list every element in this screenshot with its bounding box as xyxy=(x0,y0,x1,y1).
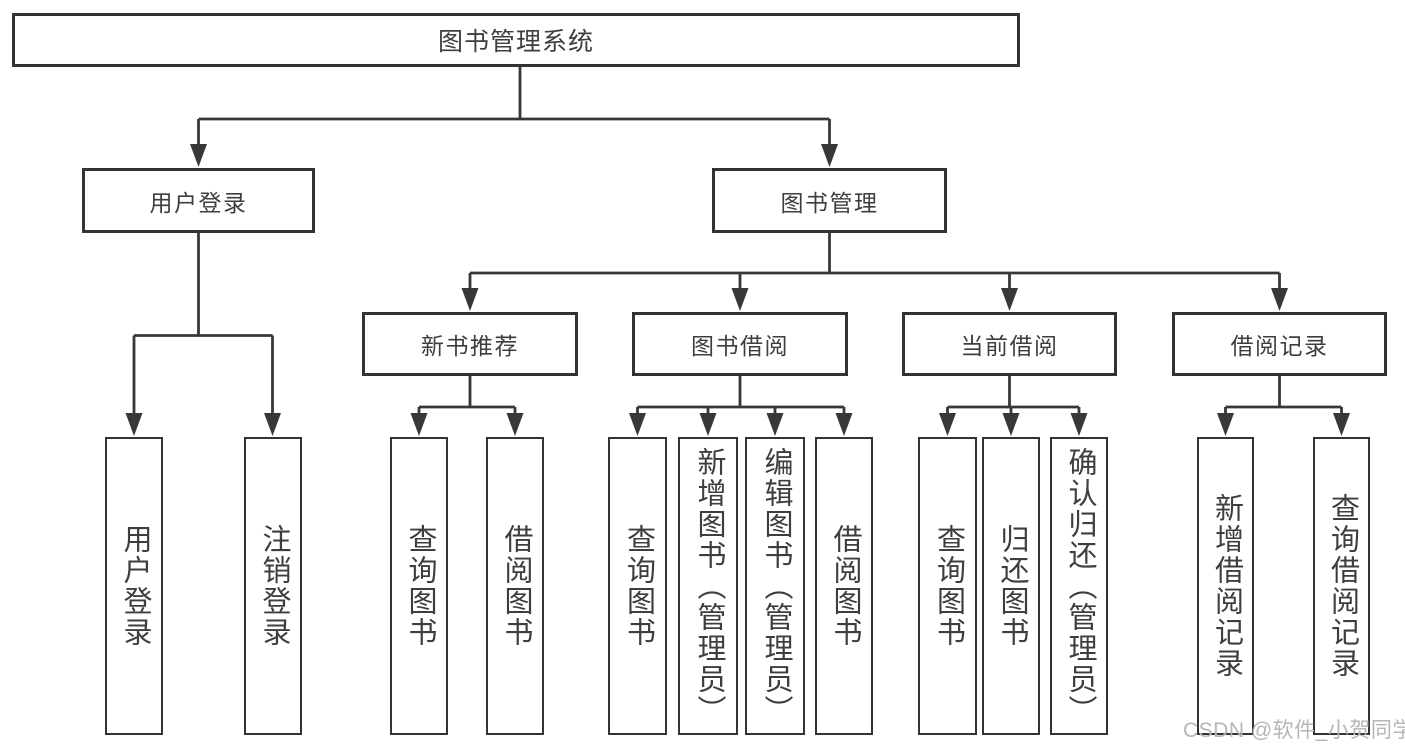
connector-newbook-to-leaves xyxy=(417,374,517,416)
arrowhead-icon xyxy=(629,413,646,436)
node-label: 图书借阅 xyxy=(691,333,789,359)
arrowhead-icon xyxy=(410,413,428,436)
leaf-edit-book-admin: 编辑图书（管理员） xyxy=(745,437,805,735)
leaf-label: 查询图书 xyxy=(932,524,965,648)
arrowhead-icon xyxy=(190,144,207,167)
leaf-label: 新增借阅记录 xyxy=(1210,493,1243,679)
leaf-add-book-admin: 新增图书（管理员） xyxy=(678,437,738,735)
node-label: 图书管理 xyxy=(780,189,879,216)
leaf-label: 借阅图书 xyxy=(828,524,861,648)
node-label: 图书管理系统 xyxy=(437,28,594,56)
node-book-borrow: 图书借阅 xyxy=(632,312,848,376)
arrowhead-icon xyxy=(835,413,853,436)
arrowhead-icon xyxy=(1001,288,1018,311)
connector-paths xyxy=(132,65,1343,416)
arrowhead-icon xyxy=(1333,413,1350,436)
node-label: 用户登录 xyxy=(149,189,248,216)
arrowhead-icon xyxy=(821,144,838,167)
leaf-label: 用户登录 xyxy=(118,524,151,648)
arrowhead-icon xyxy=(506,413,524,436)
arrowhead-icon xyxy=(1217,413,1234,436)
leaf-label: 编辑图书（管理员） xyxy=(759,446,792,726)
node-label: 新书推荐 xyxy=(421,333,519,359)
leaf-label: 新增图书（管理员） xyxy=(692,446,725,726)
node-borrow-records: 借阅记录 xyxy=(1172,312,1387,376)
leaf-label: 借阅图书 xyxy=(499,524,532,648)
leaf-query-books-current: 查询图书 xyxy=(918,437,977,735)
connector-bookmgr-to-level3 xyxy=(468,231,1281,291)
leaf-logout: 注销登录 xyxy=(244,437,302,735)
watermark-text: CSDN @软件_小贺同学 xyxy=(1183,719,1405,742)
connector-root-to-level2 xyxy=(197,65,831,147)
arrowhead-icon xyxy=(125,413,143,436)
node-library-system: 图书管理系统 xyxy=(12,13,1020,67)
leaf-label: 查询图书 xyxy=(622,524,655,648)
connector-records-to-leaves xyxy=(1224,374,1343,416)
node-label: 当前借阅 xyxy=(960,333,1059,359)
arrowhead-icon xyxy=(766,413,784,436)
node-current-borrow: 当前借阅 xyxy=(902,312,1117,376)
leaf-user-login: 用户登录 xyxy=(105,437,163,735)
connector-current-to-leaves xyxy=(946,374,1081,416)
arrowhead-icon xyxy=(1271,288,1288,311)
leaf-label: 注销登录 xyxy=(257,524,290,648)
connector-login-to-leaves xyxy=(132,231,274,416)
arrowhead-icon xyxy=(939,413,956,436)
leaf-label: 查询图书 xyxy=(403,524,436,648)
leaf-borrow-books-recommend: 借阅图书 xyxy=(486,437,544,735)
leaf-query-books-borrow: 查询图书 xyxy=(608,437,667,735)
arrowheads xyxy=(125,144,1350,436)
arrowhead-icon xyxy=(731,288,749,311)
arrowhead-icon xyxy=(699,413,717,436)
leaf-add-borrow-record: 新增借阅记录 xyxy=(1197,437,1254,735)
arrowhead-icon xyxy=(461,288,479,311)
leaf-return-books: 归还图书 xyxy=(982,437,1040,735)
leaf-query-books-recommend: 查询图书 xyxy=(390,437,448,735)
leaf-label: 归还图书 xyxy=(995,524,1028,648)
arrowhead-icon xyxy=(1070,413,1088,436)
arrowhead-icon xyxy=(1002,413,1020,436)
leaf-label: 查询借阅记录 xyxy=(1326,493,1359,679)
connector-borrow-to-leaves xyxy=(636,374,846,416)
leaf-confirm-return-admin: 确认归还（管理员） xyxy=(1050,437,1108,735)
node-label: 借阅记录 xyxy=(1230,333,1329,359)
leaf-label: 确认归还（管理员） xyxy=(1063,446,1096,726)
leaf-borrow-books: 借阅图书 xyxy=(815,437,873,735)
node-book-management: 图书管理 xyxy=(712,168,947,233)
leaf-query-borrow-record: 查询借阅记录 xyxy=(1313,437,1370,735)
arrowhead-icon xyxy=(264,413,281,436)
node-user-login: 用户登录 xyxy=(82,168,315,233)
node-new-book-recommend: 新书推荐 xyxy=(362,312,578,376)
